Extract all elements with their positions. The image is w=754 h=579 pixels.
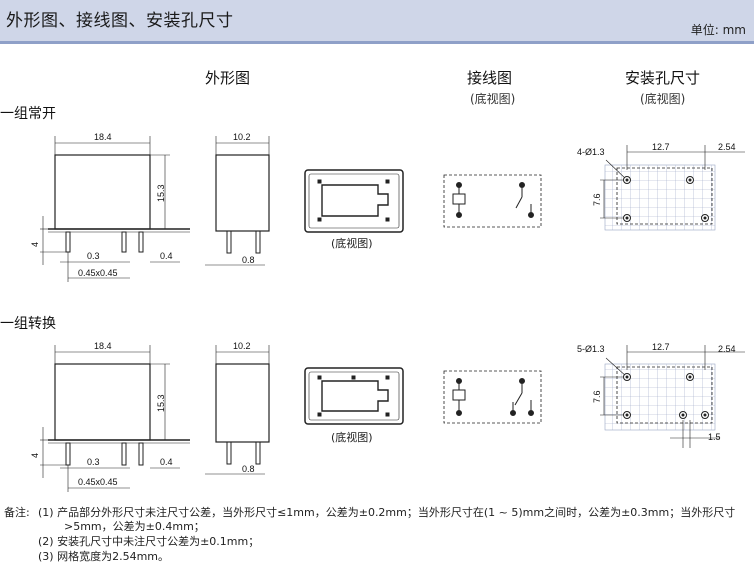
dim-pin-side-1: 0.4 xyxy=(160,251,173,261)
dim-height-2: 15.3 xyxy=(156,394,166,412)
dim-pitch-x-2: 12.7 xyxy=(652,342,670,352)
dim-hole-2: 5-Ø1.3 xyxy=(577,344,605,354)
group-label-1: 一组常开 xyxy=(0,106,56,122)
dim-offset-2: 1.5 xyxy=(708,432,721,442)
dim-pitch-y-2: 7.6 xyxy=(592,390,602,403)
outline-side-2 xyxy=(205,345,270,475)
dim-pin-size-1: 0.45x0.45 xyxy=(78,268,118,278)
dim-side-pin-1: 0.8 xyxy=(242,255,255,265)
dim-pin-gap-1: 0.3 xyxy=(87,251,100,261)
bottom-view-2 xyxy=(304,367,404,425)
dim-pin-side-2: 0.4 xyxy=(160,457,173,467)
note-1-continued: >5mm，公差为±0.4mm； xyxy=(64,520,205,533)
column-subtitle-wiring: (底视图) xyxy=(470,92,516,106)
dim-depth-2: 10.2 xyxy=(233,341,251,351)
mounting-grid-2 xyxy=(600,345,745,448)
column-title-mounting: 安装孔尺寸 xyxy=(625,69,701,87)
dim-pin-length-2: 4 xyxy=(30,453,40,458)
note-3: (3) 网格宽度为2.54mm。 xyxy=(38,550,170,563)
dim-width-2: 18.4 xyxy=(94,341,112,351)
mounting-grid-1 xyxy=(600,145,745,231)
column-subtitle-mounting: (底视图) xyxy=(640,92,686,106)
header-bar: 外形图、接线图、安装孔尺寸 单位: mm xyxy=(0,0,754,42)
column-title-outline: 外形图 xyxy=(205,69,251,87)
wiring-diagram-2 xyxy=(443,370,542,424)
column-title-wiring: 接线图 xyxy=(467,69,513,87)
dim-pitch-edge-1: 2.54 xyxy=(718,142,736,152)
outline-side-1 xyxy=(205,136,270,266)
dim-pitch-x-1: 12.7 xyxy=(652,142,670,152)
dim-side-pin-2: 0.8 xyxy=(242,464,255,474)
group-label-2: 一组转换 xyxy=(0,316,56,332)
note-1: (1) 产品部分外形尺寸未注尺寸公差，当外形尺寸≤1mm，公差为±0.2mm；当… xyxy=(38,506,736,519)
dim-pin-size-2: 0.45x0.45 xyxy=(78,477,118,487)
outline-front-2 xyxy=(40,345,190,492)
header-divider xyxy=(0,41,754,44)
dim-depth-1: 10.2 xyxy=(233,132,251,142)
bottom-view-label-2: (底视图) xyxy=(331,430,373,444)
unit-label: 单位: mm xyxy=(690,23,746,37)
dim-pin-gap-2: 0.3 xyxy=(87,457,100,467)
outline-front-1 xyxy=(40,136,190,282)
note-2: (2) 安装孔尺寸中未注尺寸公差为±0.1mm； xyxy=(38,535,260,548)
bottom-view-label-1: (底视图) xyxy=(331,236,373,250)
dim-height-1: 15.3 xyxy=(156,184,166,202)
page-title: 外形图、接线图、安装孔尺寸 xyxy=(6,11,234,31)
dim-pin-length-1: 4 xyxy=(30,242,40,247)
notes-label: 备注: xyxy=(4,506,30,519)
dim-pitch-edge-2: 2.54 xyxy=(718,344,736,354)
wiring-diagram-1 xyxy=(443,174,542,228)
dim-width-1: 18.4 xyxy=(94,132,112,142)
bottom-view-1 xyxy=(304,169,404,233)
dim-pitch-y-1: 7.6 xyxy=(592,193,602,206)
dim-hole-1: 4-Ø1.3 xyxy=(577,147,605,157)
